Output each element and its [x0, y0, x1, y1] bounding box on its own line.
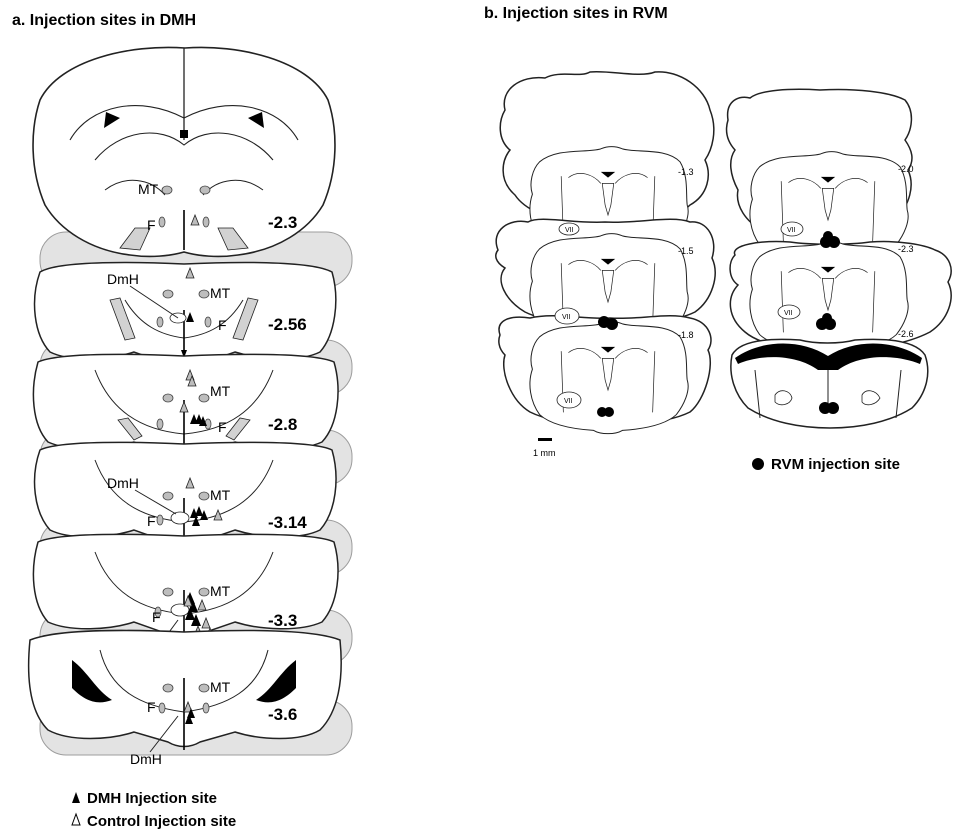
section-label: -1.8: [678, 330, 694, 340]
label-f: F: [147, 699, 156, 715]
label-f: F: [218, 317, 227, 333]
panel-a: a. Injection sites in DMH: [12, 12, 352, 830]
section-label: -1.3: [678, 167, 694, 177]
legend-dmh-label: DMH Injection site: [87, 790, 217, 807]
label-f: F: [218, 419, 227, 435]
section-label: -1.5: [678, 246, 694, 256]
rvm-right-column: [726, 89, 951, 428]
section-coordinate: -2.8: [268, 415, 297, 434]
label-mt: MT: [210, 679, 231, 695]
section-label: -2.6: [898, 329, 914, 339]
section-coordinate: -2.56: [268, 315, 307, 334]
label-dmh: DmH: [130, 751, 162, 767]
nucleus-label: VII: [565, 227, 574, 234]
panel-b: b. Injection sites in RVM: [484, 5, 951, 473]
label-f: F: [147, 217, 156, 233]
panel-a-title: a. Injection sites in DMH: [12, 12, 196, 29]
label-mt: MT: [210, 383, 231, 399]
legend-panel-b: RVM injection site: [752, 456, 900, 473]
nucleus-label: VII: [562, 314, 571, 321]
label-dmh: DmH: [107, 475, 139, 491]
nucleus-label: VII: [787, 227, 796, 234]
scale-bar: 1 mm: [533, 438, 556, 458]
nucleus-label: VII: [784, 310, 793, 317]
label-dmh: DmH: [107, 271, 139, 287]
legend-control-label: Control Injection site: [87, 813, 236, 830]
section-label: -2.3: [898, 244, 914, 254]
label-f: F: [152, 609, 161, 625]
label-f: F: [147, 513, 156, 529]
section-label: -2.0: [898, 164, 914, 174]
label-mt: MT: [210, 487, 231, 503]
scale-bar-line: [538, 438, 552, 441]
scale-bar-label: 1 mm: [533, 448, 556, 458]
label-mt: MT: [210, 285, 231, 301]
panel-b-title: b. Injection sites in RVM: [484, 5, 668, 22]
section-coordinate: -2.3: [268, 213, 297, 232]
section-2: DmH MT F -2.56: [35, 262, 336, 368]
legend-rvm-label: RVM injection site: [771, 456, 900, 473]
section-coordinate: -3.6: [268, 705, 297, 724]
nucleus-label: VII: [564, 398, 573, 405]
dmh-marker-icon: [72, 792, 80, 803]
legend-panel-a: DMH Injection site Control Injection sit…: [72, 790, 236, 830]
rvm-marker-icon: [752, 458, 764, 470]
section-coordinate: -3.14: [268, 513, 307, 532]
section-coordinate: -3.3: [268, 611, 297, 630]
label-mt: MT: [210, 583, 231, 599]
section-1: MT F -2.3: [33, 47, 335, 256]
control-marker-icon: [72, 814, 80, 825]
label-mt: MT: [138, 181, 159, 197]
